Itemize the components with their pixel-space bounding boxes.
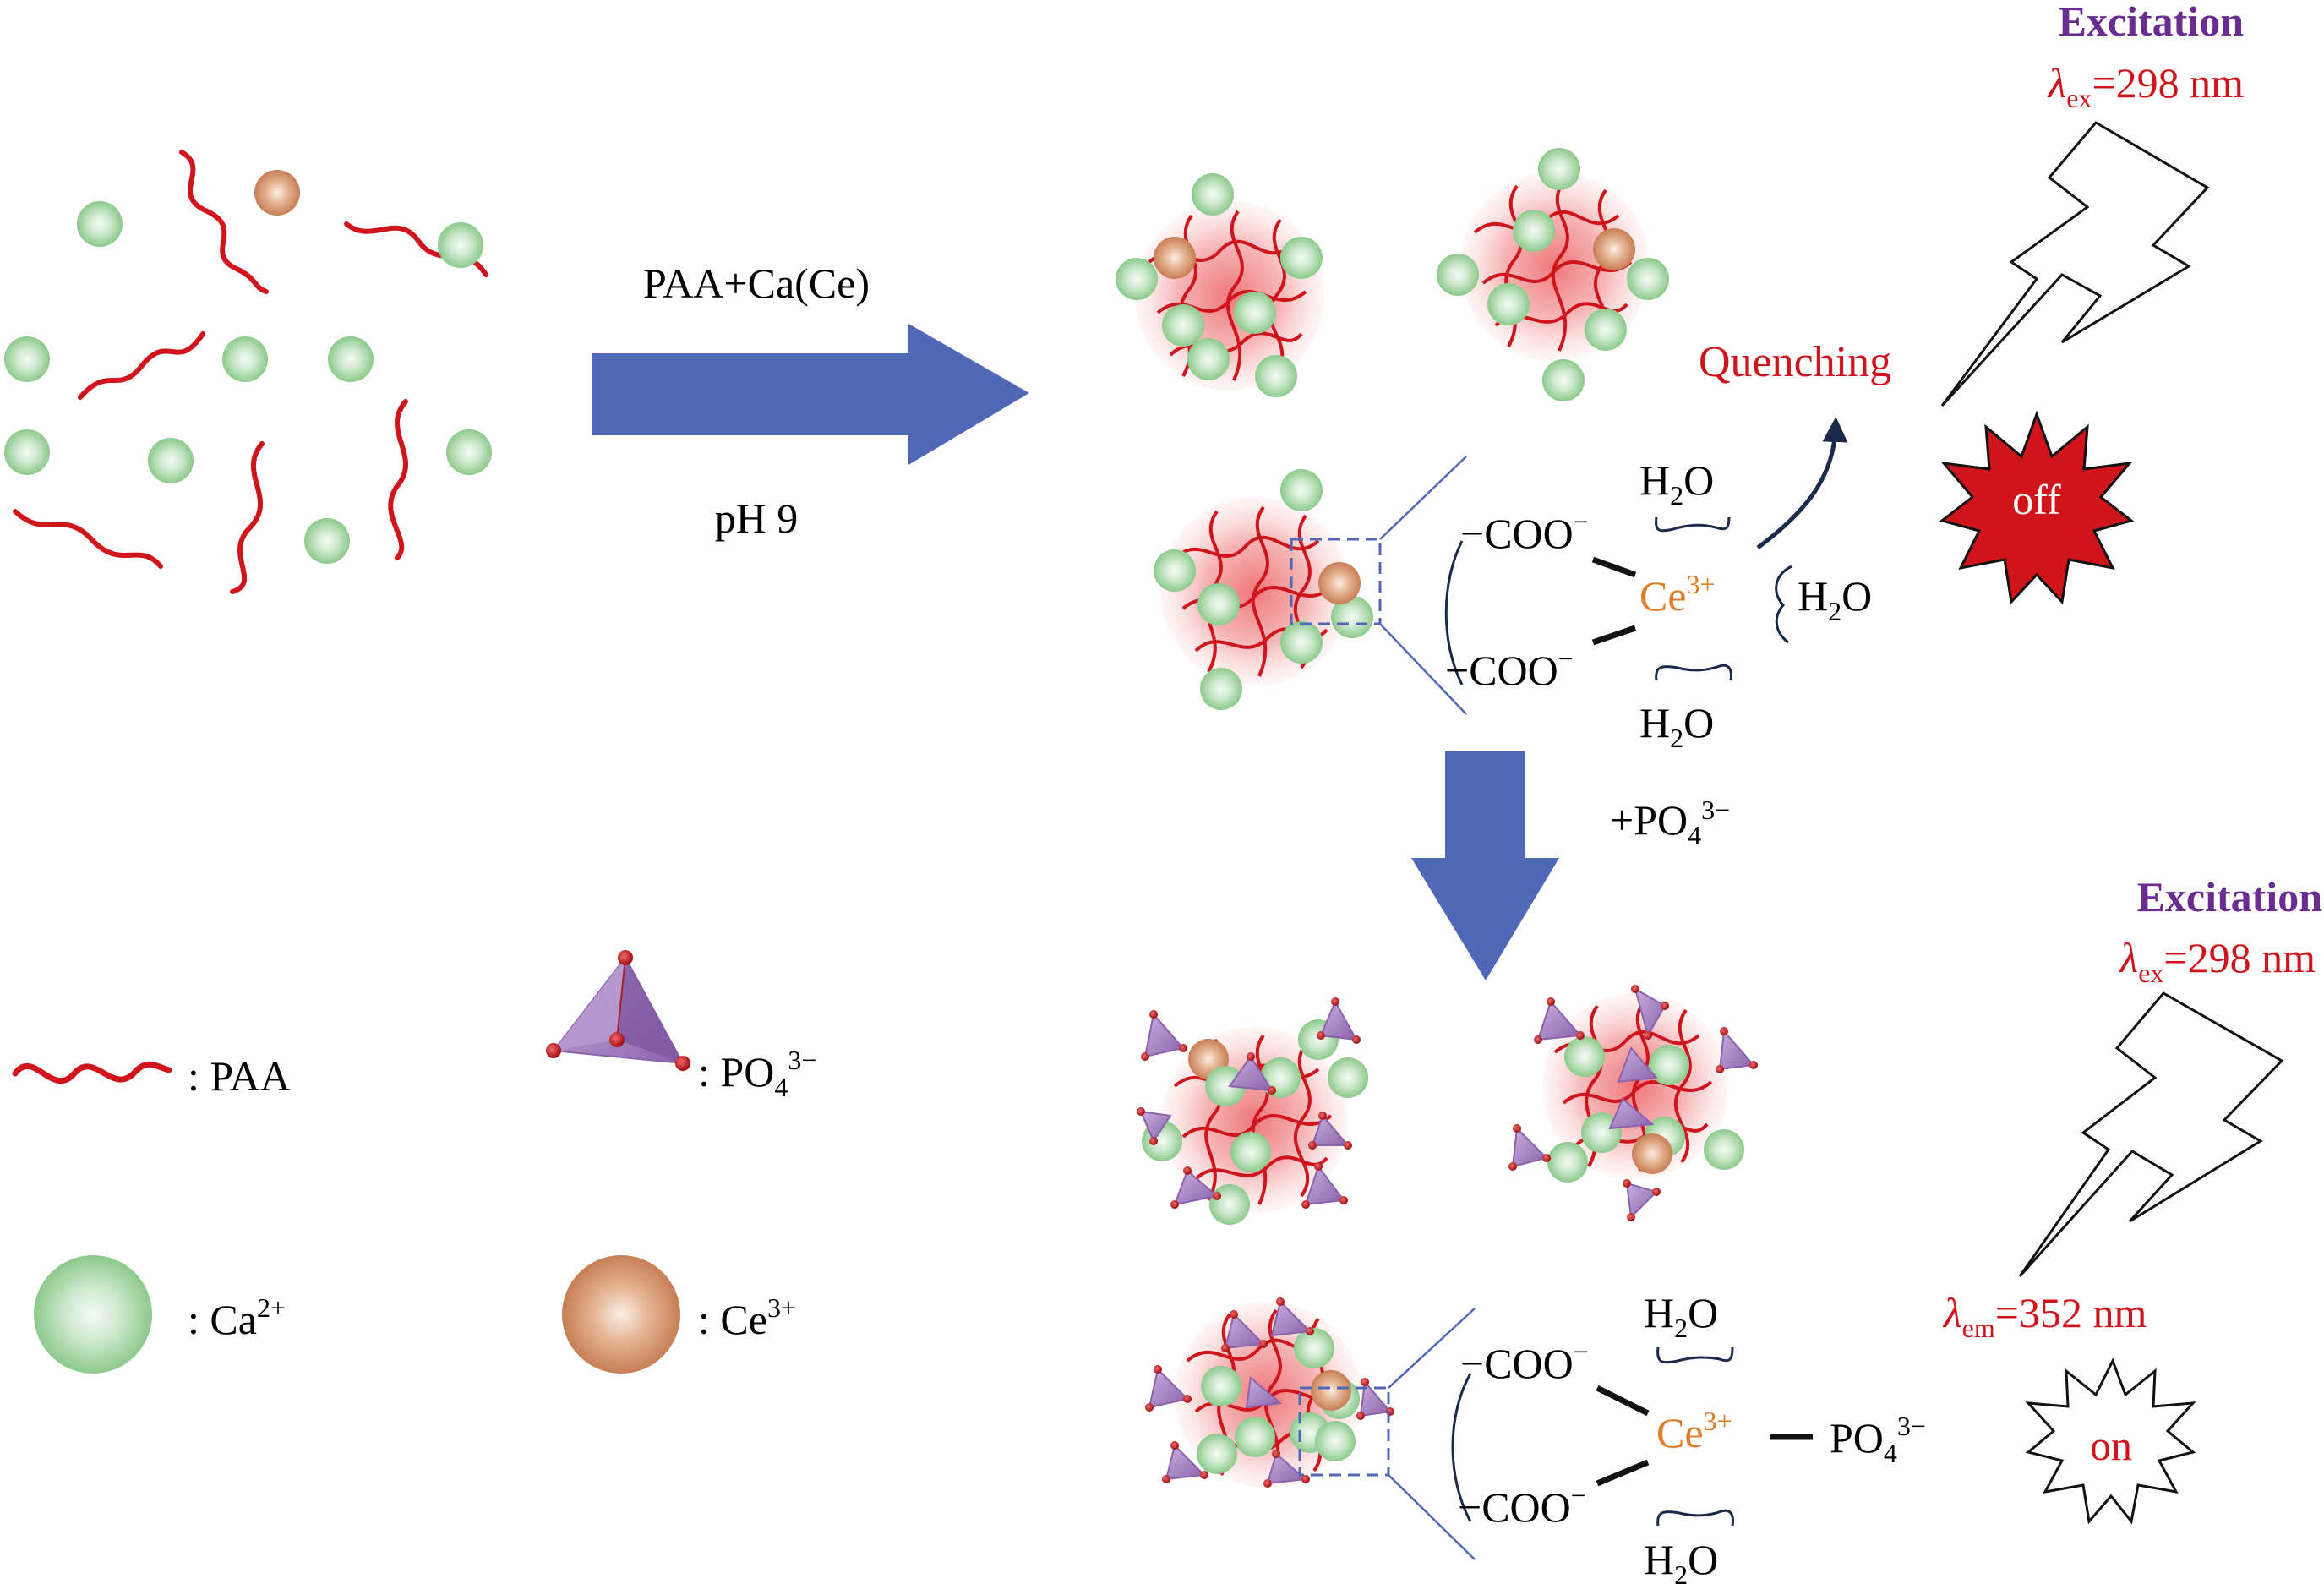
coordination-scheme-top: −COO− −COO− Ce3+ H2O H2O H2O — [1444, 417, 1872, 753]
cerium-ion-label: Ce3+ — [1656, 1406, 1732, 1456]
tetrahedron-icon — [546, 950, 690, 1071]
on-star-icon: on — [2025, 1357, 2196, 1525]
paa-chain — [13, 150, 488, 594]
nanoparticle-zoom-source-bottom — [1145, 1297, 1394, 1488]
legend-ce-label: : Ce3+ — [698, 1292, 796, 1343]
on-state-label: on — [2090, 1422, 2132, 1469]
carboxylate-label: −COO− — [1460, 1336, 1589, 1387]
nanoparticle-bottom-right — [1508, 985, 1758, 1221]
excitation-title: Excitation — [2059, 0, 2245, 45]
water-label: H2O — [1644, 1289, 1718, 1343]
tetrahedron-icon — [1148, 1300, 1392, 1485]
water-label: H2O — [1644, 1536, 1718, 1584]
wavy-line-icon — [12, 1061, 172, 1084]
excitation-title: Excitation — [2137, 873, 2323, 920]
nanoparticle-top-right — [1437, 148, 1669, 401]
condition-label: pH 9 — [715, 494, 799, 542]
green-sphere-icon — [34, 1255, 152, 1374]
legend-ca-label: : Ca2+ — [188, 1292, 286, 1343]
emission-wavelength: λem=352 nm — [1942, 1289, 2147, 1343]
zoom-line — [1379, 623, 1467, 715]
nanoparticle-top-left — [1116, 173, 1324, 397]
legend-po4-label: : PO43− — [698, 1045, 816, 1102]
ca-ion — [4, 201, 492, 564]
zoom-line — [1379, 456, 1467, 540]
free-components — [4, 150, 492, 594]
legend-paa-label: : PAA — [188, 1052, 291, 1100]
zoom-box — [1298, 1386, 1390, 1477]
quenching-arrow — [1756, 417, 1848, 549]
excitation-wavelength: λex=298 nm — [2047, 59, 2245, 113]
reagent-label: PAA+Ca(Ce) — [643, 259, 870, 307]
carboxylate-label: −COO− — [1460, 506, 1589, 557]
orange-sphere-icon — [562, 1255, 680, 1374]
water-label: H2O — [1798, 572, 1872, 626]
tetrahedron-icon — [1139, 999, 1358, 1206]
water-label: H2O — [1639, 456, 1714, 511]
lightning-bolt-icon — [1940, 121, 2210, 407]
excitation-wavelength: λex=298 nm — [2119, 934, 2316, 988]
nanoparticle-zoom-source-top — [1154, 469, 1373, 710]
ce-ion — [254, 170, 300, 216]
coordination-scheme-bottom: −COO− −COO− Ce3+ PO43− H2O H2O — [1451, 1289, 1926, 1584]
legend: : PAA : PO43− : Ca2+ : Ce3+ — [12, 950, 816, 1374]
off-star-icon: off — [1939, 410, 2135, 605]
phosphate-addition-label: +PO43− — [1610, 795, 1730, 850]
zoom-box — [1290, 538, 1382, 625]
off-state-label: off — [2012, 476, 2061, 523]
nanoparticle-bottom-left — [1137, 997, 1368, 1225]
quenching-label: Quenching — [1699, 338, 1891, 386]
water-label: H2O — [1639, 699, 1714, 753]
carboxylate-label: −COO− — [1445, 643, 1574, 694]
tetrahedron-icon — [1511, 986, 1755, 1220]
zoom-line — [1388, 1474, 1476, 1560]
phosphate-label: PO43− — [1830, 1411, 1926, 1468]
lightning-bolt-icon — [2018, 991, 2284, 1278]
zoom-line — [1388, 1308, 1476, 1389]
cerium-ion-label: Ce3+ — [1639, 569, 1716, 620]
reaction-arrow-down — [1411, 751, 1559, 980]
reaction-arrow-right — [592, 324, 1029, 465]
carboxylate-label: −COO− — [1458, 1480, 1586, 1531]
